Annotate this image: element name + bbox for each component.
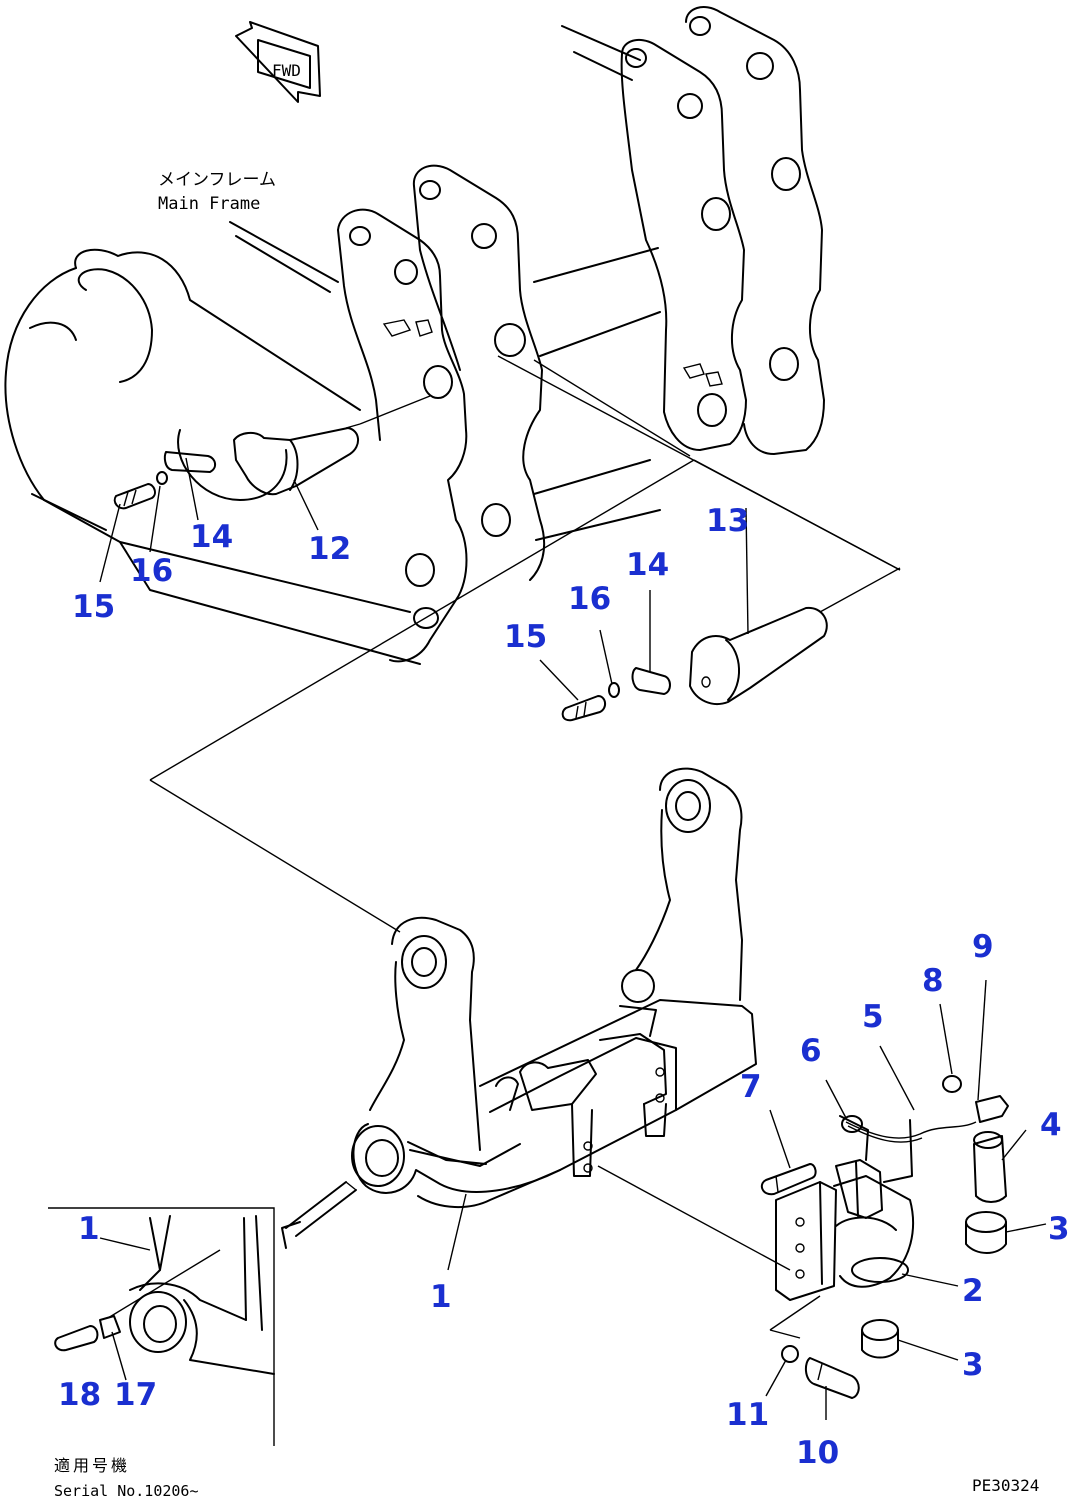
- main-frame-drawing: [4, 6, 901, 722]
- assembly-guide-lines: [149, 355, 901, 1339]
- forward-arrow-icon: FWD: [235, 21, 321, 103]
- lock-plate-upper: [163, 451, 216, 473]
- callout-10: 10: [796, 1435, 840, 1471]
- serial-note-jp: 適用号機: [54, 1456, 131, 1475]
- main-frame-label-en: Main Frame: [158, 194, 261, 214]
- hitch-frame-drawing: [351, 767, 757, 1209]
- fwd-label: FWD: [272, 61, 301, 80]
- main-frame-label-jp: メインフレーム: [158, 170, 276, 190]
- inset-detail: [48, 1181, 357, 1446]
- bolt-mark-icon: [382, 319, 723, 387]
- callout-13: 13: [706, 503, 750, 539]
- callout-15: 15: [72, 589, 116, 625]
- callout-11: 11: [726, 1397, 770, 1433]
- callout-14: 14: [626, 547, 670, 583]
- callout-7: 7: [740, 1069, 762, 1105]
- callout-2: 2: [962, 1273, 984, 1309]
- callout-6: 6: [800, 1033, 822, 1069]
- callout-14: 14: [190, 519, 234, 555]
- callout-3: 3: [962, 1347, 984, 1383]
- callout-9: 9: [972, 929, 994, 965]
- hitch-assembly-drawing: [760, 1075, 1009, 1399]
- drawing-code: PE30324: [972, 1476, 1040, 1495]
- callout-15: 15: [504, 619, 548, 655]
- serial-note-en: Serial No.10206~: [54, 1482, 199, 1500]
- callout-12: 12: [308, 531, 352, 567]
- callout-5: 5: [862, 999, 884, 1035]
- callout-8: 8: [922, 963, 944, 999]
- callout-17: 17: [114, 1377, 158, 1413]
- callout-16: 16: [130, 553, 174, 589]
- pin-12-drawing: [233, 395, 431, 496]
- callout-16: 16: [568, 581, 612, 617]
- callout-1: 1: [78, 1211, 100, 1247]
- callout-4: 4: [1040, 1107, 1062, 1143]
- pin-13-drawing: [689, 567, 901, 705]
- callout-18: 18: [58, 1377, 102, 1413]
- callout-1: 1: [430, 1279, 452, 1315]
- callout-3: 3: [1048, 1211, 1070, 1247]
- leader-lines: [99, 457, 1047, 1420]
